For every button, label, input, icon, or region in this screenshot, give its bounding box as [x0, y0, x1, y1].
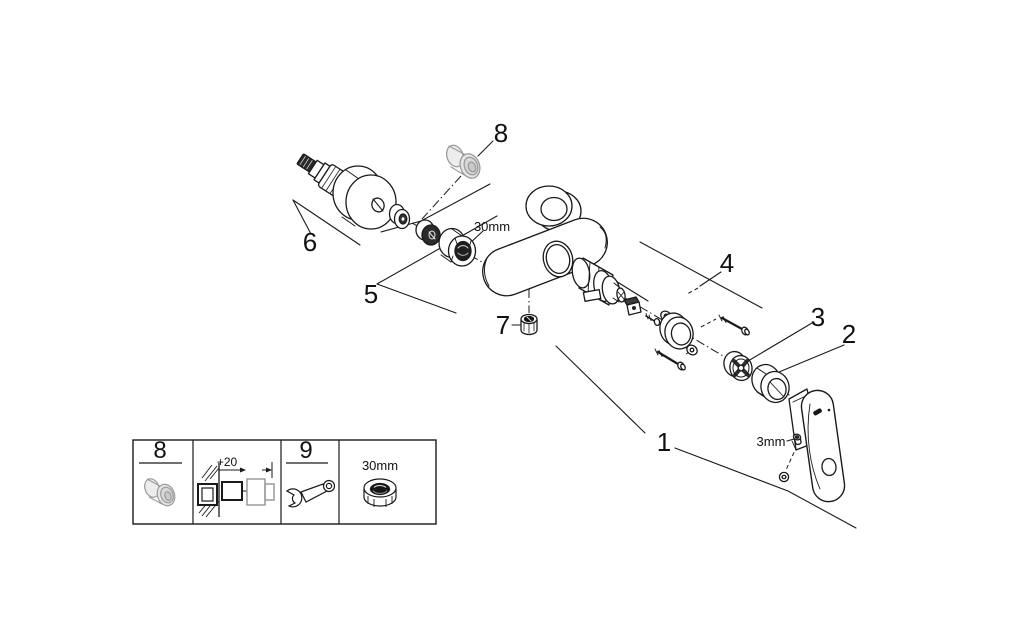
cartridge-adapter	[623, 296, 642, 316]
dim-30mm-label: 30mm	[474, 219, 510, 234]
cartridge-screw	[645, 313, 661, 327]
dim-3mm-label: 3mm	[757, 434, 786, 449]
extension-union-icon	[144, 478, 176, 507]
callout-4-leader	[699, 271, 722, 287]
flange-screw-upper	[718, 314, 750, 336]
cap-nut	[520, 313, 538, 336]
washer	[388, 203, 411, 230]
mounting-flange	[659, 310, 698, 356]
filter-plug	[415, 219, 441, 246]
legend-cell-nut30: 30mm	[362, 458, 398, 507]
callout-4-leader-dash	[686, 287, 699, 295]
legend-extension-label: +20	[217, 455, 238, 469]
stop-disc	[723, 350, 753, 382]
callout-8: 8	[494, 118, 508, 148]
callout-3-leader	[747, 322, 813, 362]
faucet-body	[482, 185, 608, 297]
callout-6: 6	[303, 227, 317, 257]
handle-plug	[778, 471, 790, 483]
callout-5: 5	[364, 279, 378, 309]
union-nut	[438, 227, 477, 267]
axis-flange-screw-1	[700, 318, 717, 328]
axis-set-screw	[785, 445, 798, 471]
callout-4: 4	[720, 248, 734, 278]
hex-nut-icon	[363, 478, 397, 507]
group-1-bracket-a	[555, 345, 646, 434]
open-end-wrench-icon	[285, 479, 336, 508]
callout-8-leader	[477, 140, 494, 157]
group-1-bracket-b	[674, 447, 857, 529]
flange-screw-lower	[654, 348, 686, 371]
group-4-bracket-a	[639, 241, 763, 309]
callout-7: 7	[496, 310, 510, 340]
legend-box: 8	[132, 437, 437, 525]
handle-set-screw	[792, 433, 802, 446]
callout-3: 3	[811, 302, 825, 332]
dim-3mm-leader	[786, 438, 795, 442]
escutcheon	[332, 165, 397, 230]
callout-1: 1	[657, 427, 671, 457]
group-6-bracket-a	[292, 199, 361, 246]
parts-layer	[296, 144, 846, 503]
legend-part8-label: 8	[153, 437, 166, 464]
callout-2-leader	[778, 344, 845, 373]
cartridge	[571, 257, 626, 306]
group-6-bracket-b	[292, 199, 312, 235]
legend-cell-extension: +20	[197, 455, 275, 518]
callout-labels: 8 6 5 7 4 3 2 1 30mm 3mm	[303, 118, 856, 457]
wall-extension-diagram	[197, 462, 275, 518]
callout-2: 2	[842, 319, 856, 349]
axis-extension-union	[421, 175, 462, 220]
cap-ring	[751, 363, 790, 404]
legend-tool9-label: 9	[299, 437, 312, 464]
legend-cell-part8: 8	[139, 437, 182, 507]
group-5-bracket-a	[376, 215, 498, 285]
legend-nut30-label: 30mm	[362, 458, 398, 473]
extension-union	[445, 144, 481, 179]
legend-cell-tool9: 9	[285, 437, 336, 508]
group-5-bracket-b	[376, 283, 457, 314]
lever-handle	[800, 389, 846, 503]
